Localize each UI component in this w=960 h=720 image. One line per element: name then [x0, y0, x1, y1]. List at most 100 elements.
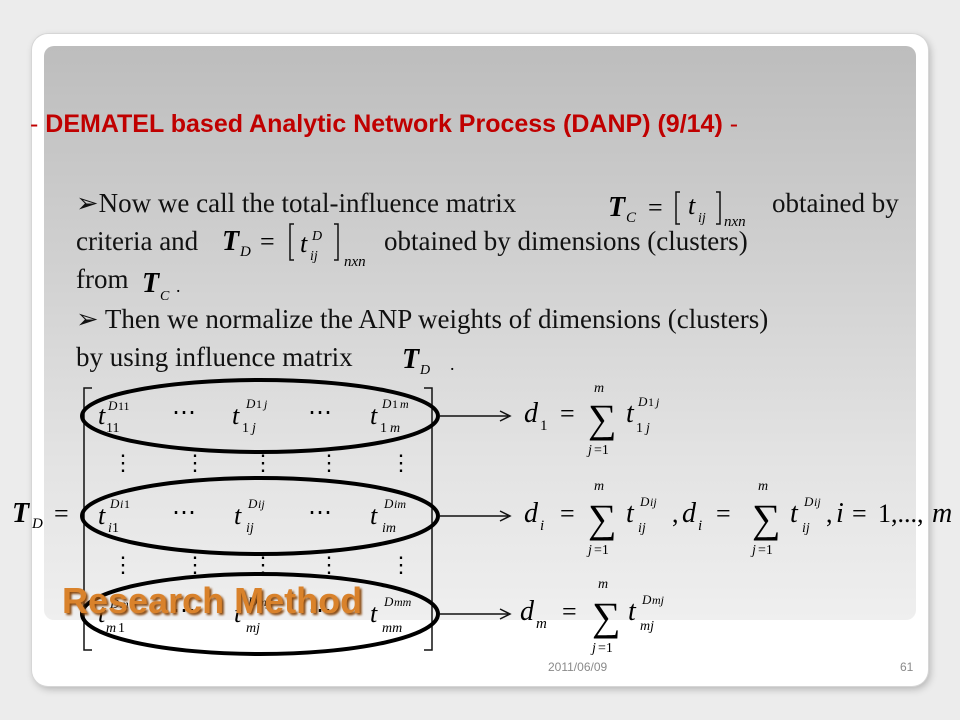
svg-text:t: t: [370, 501, 378, 530]
svg-text:j: j: [586, 543, 592, 558]
svg-text:⋯: ⋯: [172, 400, 196, 426]
svg-text:m: m: [758, 479, 768, 494]
svg-text:D: D: [245, 396, 256, 411]
svg-text:=: =: [54, 499, 69, 528]
svg-text:1: 1: [256, 397, 262, 411]
svg-text:m: m: [400, 397, 409, 411]
svg-text:im: im: [394, 497, 406, 511]
svg-text:m: m: [932, 498, 952, 529]
formula-tc: T C = t ij nxn: [608, 191, 746, 230]
svg-text:=: =: [560, 499, 575, 528]
svg-text:t: t: [626, 398, 635, 429]
svg-text:⋮: ⋮: [318, 552, 340, 577]
svg-text:1: 1: [392, 397, 398, 411]
svg-text:m: m: [106, 621, 116, 636]
svg-text:∑: ∑: [588, 396, 617, 441]
svg-text:m: m: [120, 597, 129, 611]
svg-text:∑: ∑: [588, 496, 617, 541]
svg-text:⋮: ⋮: [112, 552, 134, 577]
svg-text:T: T: [608, 192, 627, 223]
page-number: 61: [900, 660, 914, 674]
svg-text:D: D: [419, 363, 430, 378]
svg-text:⋮: ⋮: [252, 450, 274, 475]
svg-text:t: t: [234, 599, 242, 628]
svg-text:D: D: [381, 396, 392, 411]
svg-text:.: .: [450, 354, 455, 374]
title-text: DEMATEL based Analytic Network Process (…: [45, 110, 723, 138]
svg-text:.: .: [176, 276, 181, 296]
svg-text:T: T: [222, 226, 241, 257]
svg-text:j: j: [586, 443, 592, 458]
svg-text:t: t: [98, 501, 106, 530]
svg-text:t: t: [370, 401, 378, 430]
svg-text:ij: ij: [310, 249, 318, 264]
footer-date: 2011/06/09: [548, 660, 608, 674]
svg-text:nxn: nxn: [724, 214, 746, 230]
svg-text:⋮: ⋮: [112, 450, 134, 475]
svg-text:,: ,: [672, 499, 679, 528]
para2-line2: by using influence matrix: [76, 342, 353, 372]
svg-text:d: d: [524, 498, 539, 529]
svg-text:ij: ij: [246, 521, 254, 536]
svg-text:D: D: [109, 596, 120, 611]
svg-text:ij: ij: [802, 521, 810, 536]
svg-text:t: t: [688, 191, 696, 220]
svg-text:ij: ij: [698, 211, 706, 226]
svg-text:=: =: [560, 399, 575, 428]
formula-td-small: T D .: [402, 344, 455, 378]
svg-text:j: j: [644, 421, 650, 436]
svg-text:t: t: [98, 599, 106, 628]
svg-text:11: 11: [106, 421, 119, 436]
title-dash-left: -: [30, 110, 39, 138]
para1-line1: ➢Now we call the total-influence matrix: [76, 188, 517, 218]
svg-text:t: t: [98, 401, 106, 430]
svg-text:j: j: [262, 397, 268, 411]
svg-text:mm: mm: [394, 595, 412, 609]
svg-text:i: i: [120, 497, 123, 511]
svg-text:D: D: [107, 398, 118, 413]
para1-line2a: criteria and: [76, 226, 199, 256]
para2-line1: ➢ Then we normalize the ANP weights of d…: [76, 304, 769, 334]
svg-text:T: T: [12, 498, 31, 529]
svg-text:t: t: [370, 599, 378, 628]
svg-text:D: D: [383, 594, 394, 609]
svg-text:D: D: [641, 592, 652, 607]
svg-text:⋯: ⋯: [308, 400, 332, 426]
svg-text:t: t: [300, 229, 308, 258]
svg-text:mj: mj: [652, 593, 665, 607]
svg-text:m: m: [594, 479, 604, 494]
svg-text:T: T: [142, 268, 161, 299]
svg-text:=: =: [260, 227, 275, 256]
svg-text:t: t: [232, 401, 240, 430]
svg-text:⋯: ⋯: [172, 598, 196, 624]
svg-text:D: D: [637, 394, 648, 409]
svg-text:d: d: [524, 398, 539, 429]
svg-text:1: 1: [124, 497, 130, 511]
svg-text:C: C: [626, 210, 637, 226]
svg-text:=1: =1: [758, 543, 773, 558]
svg-text:ij: ij: [638, 521, 646, 536]
para1-line1-tail: obtained by: [772, 188, 899, 218]
svg-text:∑: ∑: [752, 496, 781, 541]
svg-text:t: t: [234, 501, 242, 530]
svg-text:11: 11: [118, 399, 130, 413]
svg-text:m: m: [536, 616, 547, 632]
svg-text:⋮: ⋮: [252, 552, 274, 577]
svg-text:d: d: [520, 596, 535, 627]
para1-line3: from: [76, 264, 129, 294]
svg-text:D: D: [109, 496, 120, 511]
svg-text:D: D: [639, 494, 650, 509]
svg-text:=: =: [852, 499, 867, 528]
svg-text:d: d: [682, 498, 697, 529]
svg-text:=1: =1: [594, 543, 609, 558]
svg-text:1: 1: [648, 395, 654, 409]
svg-text:m: m: [594, 381, 604, 396]
svg-text:D: D: [383, 496, 394, 511]
slide-title: - DEMATEL based Analytic Network Process…: [30, 110, 960, 139]
svg-text:⋮: ⋮: [184, 552, 206, 577]
svg-text:1: 1: [636, 421, 643, 436]
svg-text:C: C: [160, 289, 170, 304]
svg-text:j: j: [654, 395, 660, 409]
svg-text:j: j: [750, 543, 756, 558]
